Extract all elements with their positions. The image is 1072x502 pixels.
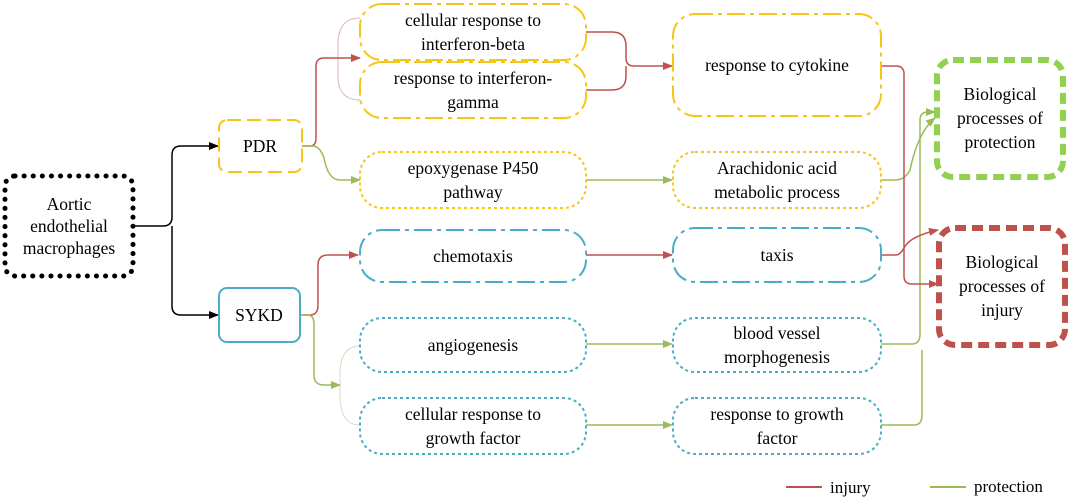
edge-pdr-ifn — [302, 54, 361, 147]
bracket-growth — [339, 345, 361, 426]
edge-aortic-pdr — [133, 142, 219, 227]
label-line: endothelial — [30, 216, 108, 236]
label-line: metabolic process — [714, 182, 840, 202]
label-angio: angiogenesis — [428, 335, 519, 355]
label-line: growth factor — [426, 428, 521, 448]
node-arach — [672, 151, 882, 209]
edge-pdr-epox — [302, 145, 361, 184]
label-line: blood vessel — [733, 323, 820, 343]
label-line: processes of — [959, 276, 1045, 296]
label-line: angiogenesis — [428, 335, 519, 355]
label-pdr: PDR — [243, 136, 277, 156]
edge-ifnb-cytokine — [586, 31, 673, 70]
node-rgrowth — [672, 397, 882, 455]
edge-rgrowth-protect — [881, 350, 923, 426]
label-line: cellular response to — [405, 404, 541, 424]
node-sykd — [218, 287, 301, 343]
label-line: factor — [757, 428, 798, 448]
label-line: interferon-beta — [421, 34, 525, 54]
edge-aortic-sykd — [171, 226, 219, 319]
label-injury: Biological processes of injury — [959, 252, 1045, 320]
label-line: response to growth — [710, 404, 843, 424]
label-line: taxis — [760, 245, 793, 265]
connectors — [133, 17, 939, 429]
node-pdr — [218, 119, 303, 173]
edge-sykd-growth — [300, 314, 341, 389]
label-line: Biological — [964, 84, 1037, 104]
label-cytokine: response to cytokine — [705, 55, 849, 75]
bracket-ifn — [337, 17, 361, 101]
node-cytokine — [672, 13, 882, 117]
label-line: Aortic — [47, 194, 92, 214]
label-line: macrophages — [23, 238, 116, 258]
edge-sykd-chemo — [300, 251, 359, 316]
edge-cytokine-injury — [881, 65, 939, 288]
label-taxis: taxis — [760, 245, 793, 265]
edge-vessel-protect — [881, 108, 936, 345]
legend-injury-label: injury — [830, 478, 871, 497]
label-line: injury — [981, 300, 1023, 320]
node-injury — [936, 225, 1068, 348]
node-growth — [359, 397, 587, 455]
node-aortic — [2, 173, 136, 279]
label-line: response to cytokine — [705, 55, 849, 75]
edge-ifng-cytokine — [586, 66, 627, 91]
edge-arach-protect — [881, 117, 936, 181]
label-rgrowth: response to growth factor — [710, 404, 843, 448]
label-ifnb: cellular response to interferon-beta — [405, 10, 541, 54]
legend: injury protection — [786, 477, 1043, 497]
label-line: processes of — [957, 108, 1043, 128]
label-line: Arachidonic acid — [717, 158, 837, 178]
node-ifnb — [359, 3, 587, 61]
label-line: chemotaxis — [433, 246, 513, 266]
label-vessel: blood vessel morphogenesis — [724, 323, 830, 367]
nodes — [2, 3, 1068, 455]
node-ifng — [359, 61, 587, 119]
label-line: Biological — [966, 252, 1039, 272]
label-line: PDR — [243, 136, 277, 156]
label-growth: cellular response to growth factor — [405, 404, 541, 448]
label-line: SYKD — [235, 305, 283, 325]
label-ifng: response to interferon-gamma — [394, 68, 553, 112]
node-epox — [359, 151, 587, 209]
label-line: cellular response to — [405, 10, 541, 30]
node-vessel — [672, 317, 882, 373]
label-arach: Arachidonic acid metabolic process — [714, 158, 840, 202]
label-line: morphogenesis — [724, 347, 830, 367]
node-taxis — [672, 227, 882, 283]
node-chemo — [359, 229, 587, 283]
edge-taxis-injury — [881, 227, 939, 256]
label-epox: epoxygenase P450 pathway — [408, 158, 539, 202]
node-protect — [934, 57, 1066, 180]
legend-protection-label: protection — [974, 477, 1043, 496]
label-line: gamma — [447, 92, 499, 112]
label-line: pathway — [443, 182, 503, 202]
label-chemo: chemotaxis — [433, 246, 513, 266]
node-angio — [359, 317, 587, 373]
label-line: protection — [965, 132, 1036, 152]
label-protect: Biological processes of protection — [957, 84, 1043, 152]
label-line: response to interferon- — [394, 68, 553, 88]
label-sykd: SYKD — [235, 305, 283, 325]
label-line: epoxygenase P450 — [408, 158, 539, 178]
